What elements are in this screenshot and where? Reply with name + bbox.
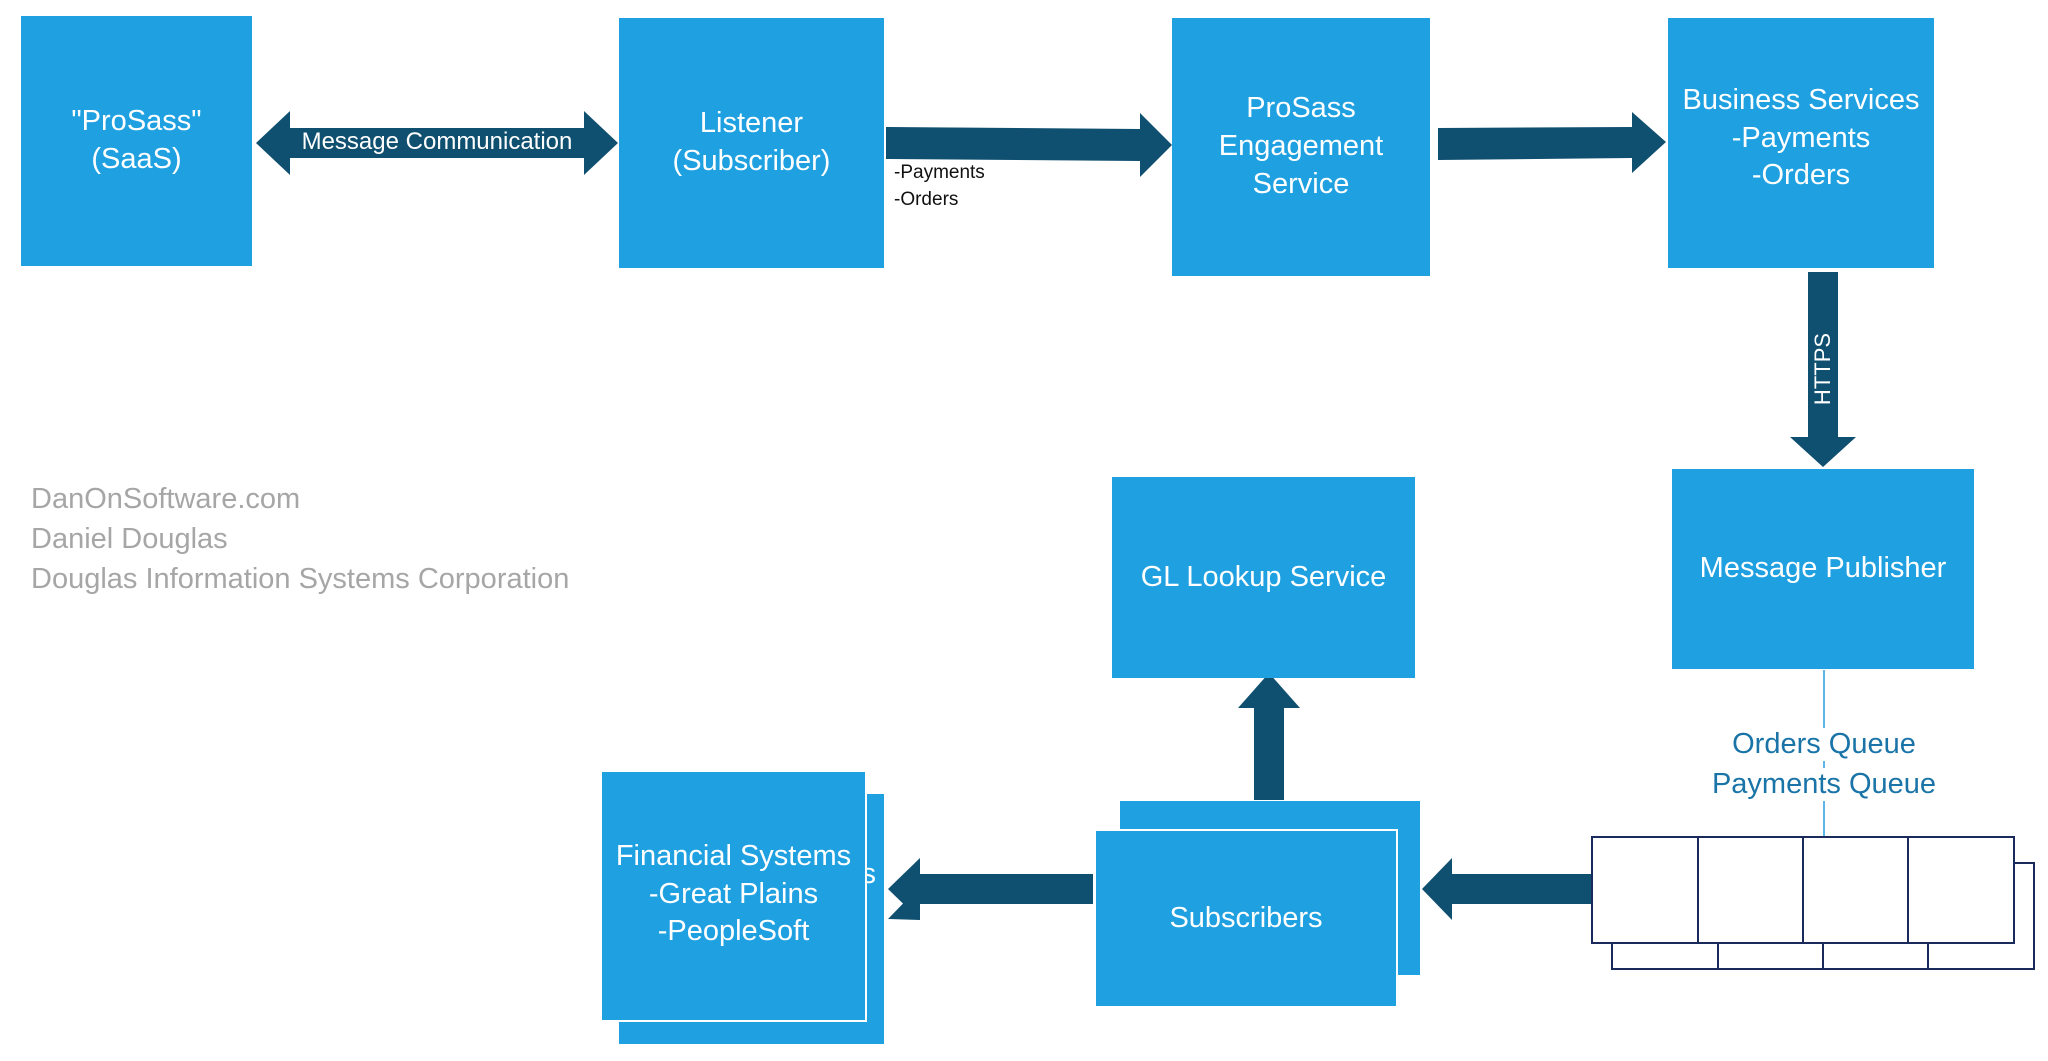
engagement-line3: Service [1252, 167, 1350, 200]
payments-queue-label: Payments Queue [1674, 768, 1974, 801]
subscriber-label: (Subscriber) [672, 145, 831, 177]
peoplesoft-label: -PeopleSoft [657, 915, 810, 948]
message-communication-label: Message Communication [301, 128, 573, 155]
prosass-label: "ProSass" [71, 105, 202, 138]
watermark-site: DanOnSoftware.com [31, 483, 301, 515]
https-arrow [1790, 272, 1856, 467]
great-plains-label: -Great Plains [648, 877, 819, 910]
gl-lookup-label: GL Lookup Service [1140, 560, 1387, 593]
https-label: HTTPS [1810, 332, 1835, 406]
listener-payments-label: -Payments [894, 162, 985, 183]
engagement-line2: Engagement [1218, 130, 1384, 163]
watermark-company: Douglas Information Systems Corporation [31, 563, 570, 595]
subscribers-box: Subscribers [1094, 829, 1398, 1008]
message-queue-stack [1591, 836, 2035, 970]
engagement-to-business-arrow [1438, 112, 1666, 173]
message-communication-arrow [256, 111, 618, 175]
subscribers-to-gl-arrow [1238, 673, 1300, 800]
business-services-box: Business Services -Payments -Orders [1668, 18, 1934, 268]
subscribers-to-financial-arrow [888, 886, 1093, 920]
subscribers-to-financial-arrow-body [888, 858, 1093, 920]
financial-systems-box: Financial Systems -Great Plains -PeopleS… [600, 770, 867, 1022]
orders-queue-label: Orders Queue [1674, 728, 1974, 761]
business-orders-label: -Orders [1751, 159, 1851, 192]
listener-to-engagement-arrow [886, 113, 1172, 177]
business-payments-label: -Payments [1731, 121, 1871, 154]
message-publisher-box: Message Publisher [1672, 469, 1974, 669]
listener-orders-label: -Orders [894, 189, 959, 210]
engagement-line1: ProSass [1246, 92, 1356, 125]
financial-systems-title: Financial Systems [615, 840, 852, 872]
listener-box: Listener (Subscriber) [619, 18, 884, 268]
saas-label: (SaaS) [91, 143, 182, 175]
subscribers-label: Subscribers [1169, 901, 1323, 934]
queue-to-subscribers-arrow [1422, 858, 1592, 920]
prosass-saas-box: "ProSass" (SaaS) [21, 16, 252, 266]
message-publisher-label: Message Publisher [1699, 552, 1947, 585]
gl-lookup-service-box: GL Lookup Service [1112, 477, 1415, 678]
business-services-title: Business Services [1682, 84, 1920, 116]
watermark-author: Daniel Douglas [31, 523, 228, 555]
listener-label: Listener [699, 107, 804, 140]
prosass-engagement-service-box: ProSass Engagement Service [1172, 18, 1430, 276]
